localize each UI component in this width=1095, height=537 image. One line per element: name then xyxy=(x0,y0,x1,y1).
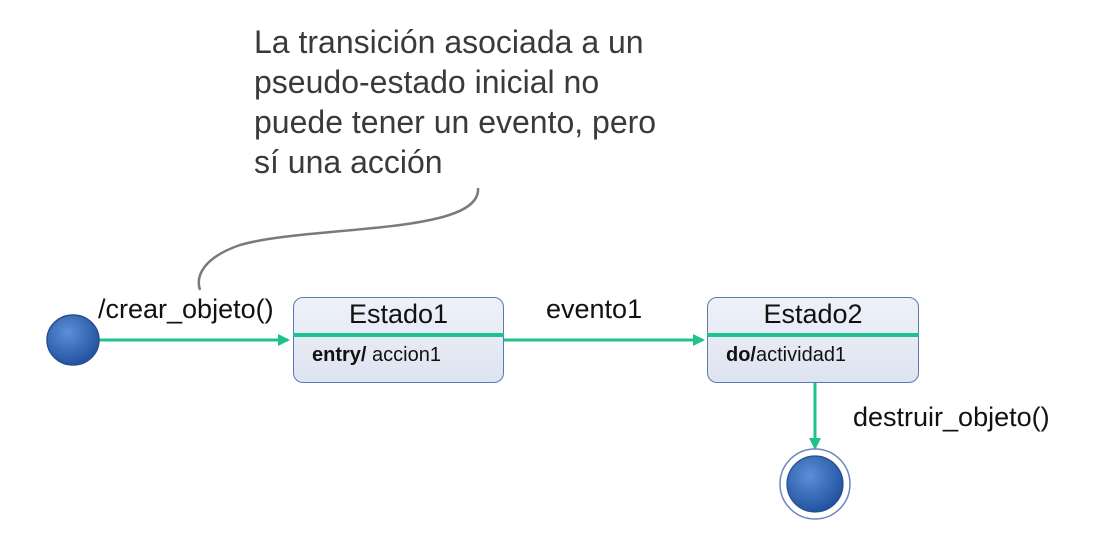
callout-note-line: sí una acción xyxy=(254,144,443,180)
state-activity: entry/ accion1 xyxy=(312,344,441,367)
callout-note-line: puede tener un evento, pero xyxy=(254,104,657,140)
state-activity-keyword: do/ xyxy=(726,344,756,366)
state-activity-text: actividad1 xyxy=(756,344,847,366)
callout-note-line: pseudo-estado inicial no xyxy=(254,64,600,100)
state-divider xyxy=(293,333,504,337)
state-estado2: Estado2 do/actividad1 xyxy=(707,297,919,383)
state-divider xyxy=(707,333,919,337)
callout-note: La transición asociada a un pseudo-estad… xyxy=(254,22,714,182)
state-activity-keyword: entry/ xyxy=(312,344,367,366)
final-state-core xyxy=(786,455,844,513)
state-activity-text: accion1 xyxy=(366,344,441,366)
middle-transition-label: evento1 xyxy=(546,294,643,324)
state-estado1: Estado1 entry/ accion1 xyxy=(293,297,504,383)
callout-connector xyxy=(197,187,480,291)
state-name: Estado2 xyxy=(763,299,863,329)
initial-transition-label: /crear_objeto() xyxy=(98,294,274,324)
initial-pseudo-state xyxy=(46,314,100,366)
state-activity: do/actividad1 xyxy=(726,344,846,367)
final-transition-label: destruir_objeto() xyxy=(853,402,1050,432)
callout-note-line: La transición asociada a un xyxy=(254,24,644,60)
state-name: Estado1 xyxy=(348,299,449,329)
